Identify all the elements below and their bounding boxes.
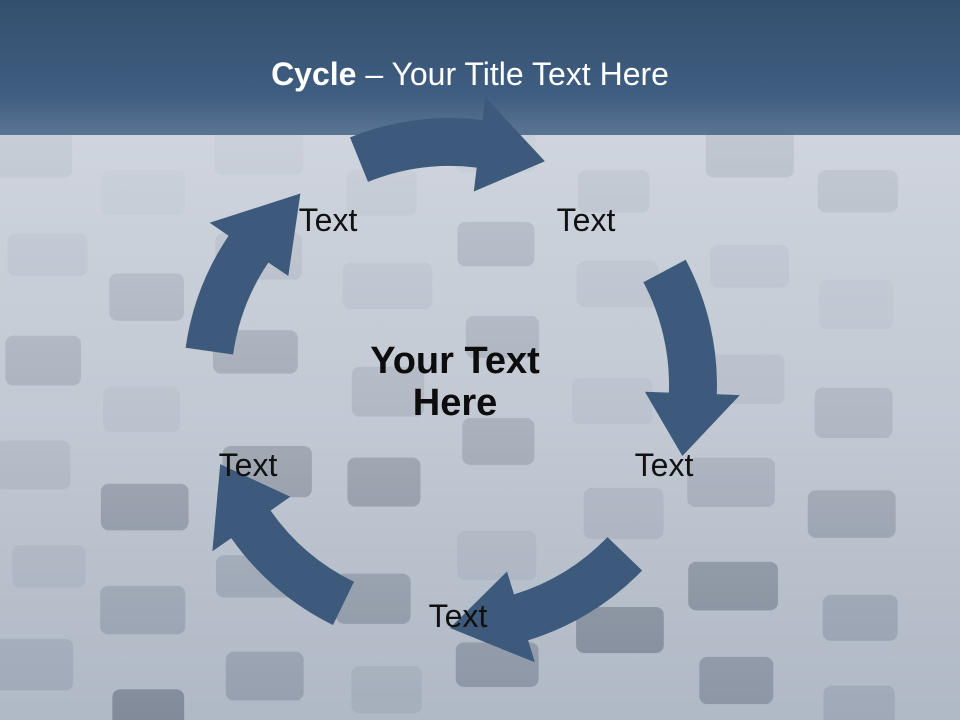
cycle-arrow-1: [350, 97, 545, 192]
center-text: Your Text Here: [370, 340, 540, 424]
cycle-node-label-1: Text: [298, 202, 358, 238]
cycle-node-label-4: Text: [428, 598, 488, 634]
cycle-node-label-2: Text: [556, 202, 616, 238]
slide-title: Cycle – Your Title Text Here: [0, 52, 940, 96]
cycle-arrow-2: [643, 259, 740, 456]
title-band: [0, 0, 960, 135]
cycle-arrow-5: [185, 193, 301, 355]
cycle-node-label-5: Text: [218, 447, 278, 483]
cycle-node-label-3: Text: [634, 447, 694, 483]
title-rest-part: – Your Title Text Here: [356, 56, 669, 92]
title-bold-part: Cycle: [271, 56, 357, 92]
cycle-arrow-3: [450, 537, 643, 663]
cycle-arrow-4: [212, 464, 354, 625]
